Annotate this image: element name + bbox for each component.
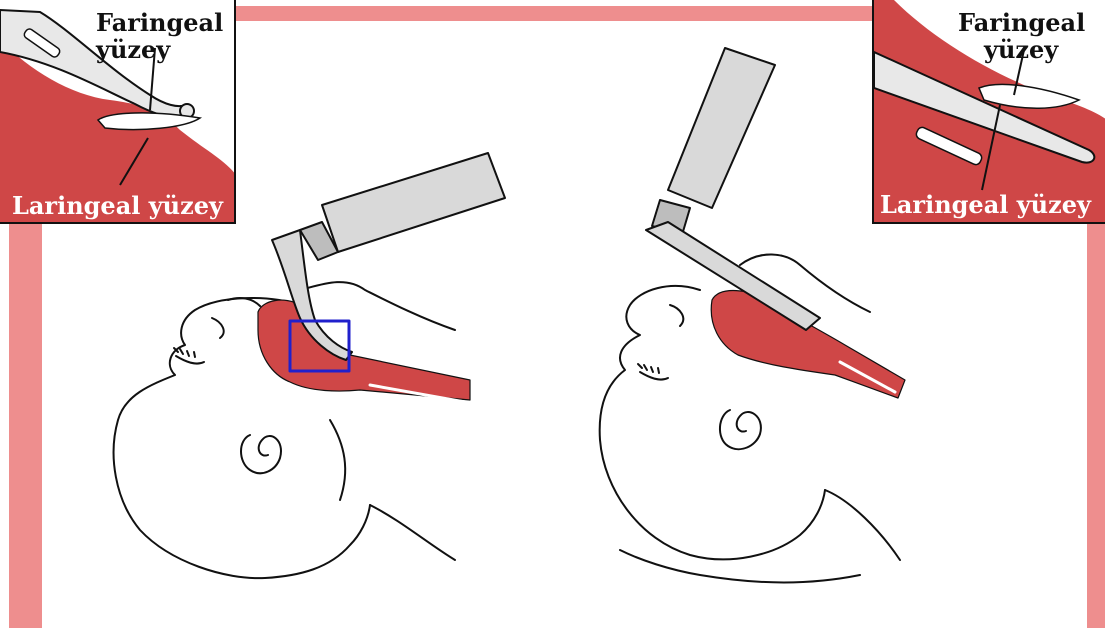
frame-right-bar	[1087, 224, 1105, 628]
right-figure	[600, 48, 905, 583]
frame-left-bar	[9, 224, 42, 628]
right-yuzey-label: yüzey	[984, 38, 1058, 62]
left-nose	[212, 318, 224, 338]
left-ear	[241, 435, 281, 473]
left-inset-epiglottis	[98, 113, 200, 130]
right-laryngoscope	[646, 48, 820, 330]
left-eye	[176, 356, 204, 364]
left-faringeal-label: Faringeal	[96, 11, 223, 35]
right-scope-handle	[668, 48, 775, 208]
frame-top-bar	[236, 6, 872, 21]
left-mouth	[228, 298, 260, 306]
left-neck-outline	[370, 505, 455, 560]
left-laryngoscope	[272, 153, 505, 360]
left-laringeal-label: Laringeal yüzey	[12, 194, 223, 218]
left-yuzey-label: yüzey	[96, 38, 170, 62]
right-laringeal-label: Laringeal yüzey	[880, 193, 1091, 217]
left-scope-handle	[322, 153, 505, 252]
right-neck-outline	[620, 550, 860, 583]
right-shoulder-outline	[825, 490, 900, 560]
left-shoulder-outline	[330, 420, 345, 500]
right-nose	[670, 305, 683, 326]
left-palate	[300, 282, 455, 330]
right-faringeal-label: Faringeal	[958, 11, 1085, 35]
right-eye	[640, 372, 668, 380]
right-ear	[720, 410, 761, 449]
